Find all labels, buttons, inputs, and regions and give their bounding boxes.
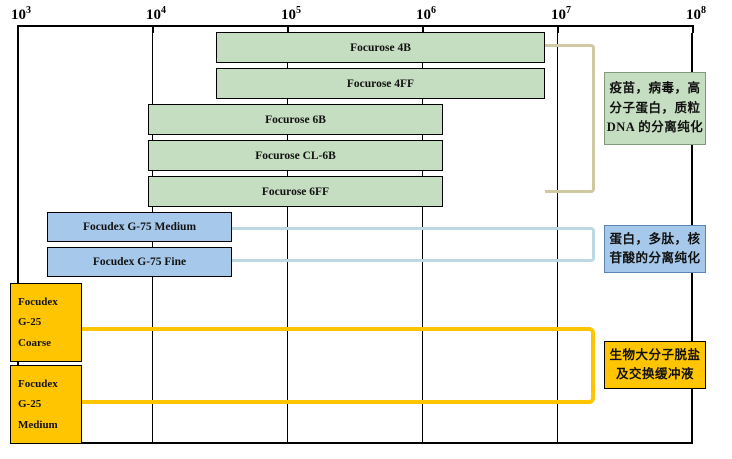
bracket-dextran75	[232, 227, 595, 262]
bar-label: Focurose 6FF	[261, 185, 330, 198]
x-tick-label-0: 103	[11, 5, 31, 23]
bar-label: G-25	[18, 398, 42, 411]
bar-label: Focudex	[18, 377, 58, 390]
bar-label: Focurose CL-6B	[255, 149, 336, 162]
bar-focurose-6b: Focurose 6B	[148, 104, 443, 135]
x-tick-1	[152, 25, 154, 33]
x-tick-label-1: 104	[146, 5, 166, 23]
bar-label: Focurose 4B	[350, 41, 411, 54]
gridline-4	[557, 33, 558, 444]
x-tick-label-3: 106	[416, 5, 436, 23]
callout-agarose: 疫苗，病毒，高分子蛋白，质粒 DNA 的分离纯化	[604, 72, 706, 145]
callout-dextran75: 蛋白，多肽，核苷酸的分离纯化	[604, 225, 706, 273]
x-tick-3	[422, 25, 424, 33]
x-tick-label-5: 108	[686, 5, 706, 23]
bar-label: Focudex G-75 Medium	[82, 221, 197, 233]
callout-line: DNA 的分离纯化	[606, 120, 704, 135]
bar-label: Focurose 4FF	[346, 77, 415, 90]
callout-line: 及交换缓冲液	[615, 367, 694, 381]
x-tick-4	[557, 25, 559, 33]
x-tick-5	[692, 25, 694, 33]
x-tick-2	[287, 25, 289, 33]
bracket-agarose	[545, 44, 595, 193]
gridline-2	[287, 33, 288, 444]
bar-focurose-4b: Focurose 4B	[216, 32, 545, 63]
callout-line: 蛋白，多肽，核	[609, 231, 701, 246]
bar-label: Focurose 6B	[265, 113, 326, 126]
x-tick-label-2: 105	[281, 5, 301, 23]
bar-focurose-cl-6b: Focurose CL-6B	[148, 140, 443, 171]
x-tick-label-4: 107	[551, 5, 571, 23]
callout-line: 苷酸的分离纯化	[609, 251, 701, 265]
gridline-3	[422, 33, 423, 444]
callout-dextran25: 生物大分子脱盐及交换缓冲液	[604, 341, 706, 389]
bar-label: Coarse	[18, 336, 51, 349]
bar-label: Medium	[18, 418, 58, 431]
callout-line: 分子蛋白，质粒	[609, 100, 701, 115]
x-tick-0	[17, 25, 19, 33]
bar-focudex-g-75-fine: Focudex G-75 Fine	[47, 247, 232, 277]
x-axis-line	[17, 25, 693, 27]
callout-line: 疫苗，病毒，高	[609, 81, 701, 96]
bar-label: Focudex	[18, 295, 58, 308]
bar-label: G-25	[18, 316, 42, 329]
bracket-dextran25	[82, 327, 595, 404]
bar-focurose-4ff: Focurose 4FF	[216, 68, 545, 99]
bar-focurose-6ff: Focurose 6FF	[148, 176, 443, 207]
bar-label: Focudex G-75 Fine	[92, 256, 187, 268]
bar-focudex-g-75-medium: Focudex G-75 Medium	[47, 212, 232, 242]
callout-line: 生物大分子脱盐	[609, 347, 701, 362]
